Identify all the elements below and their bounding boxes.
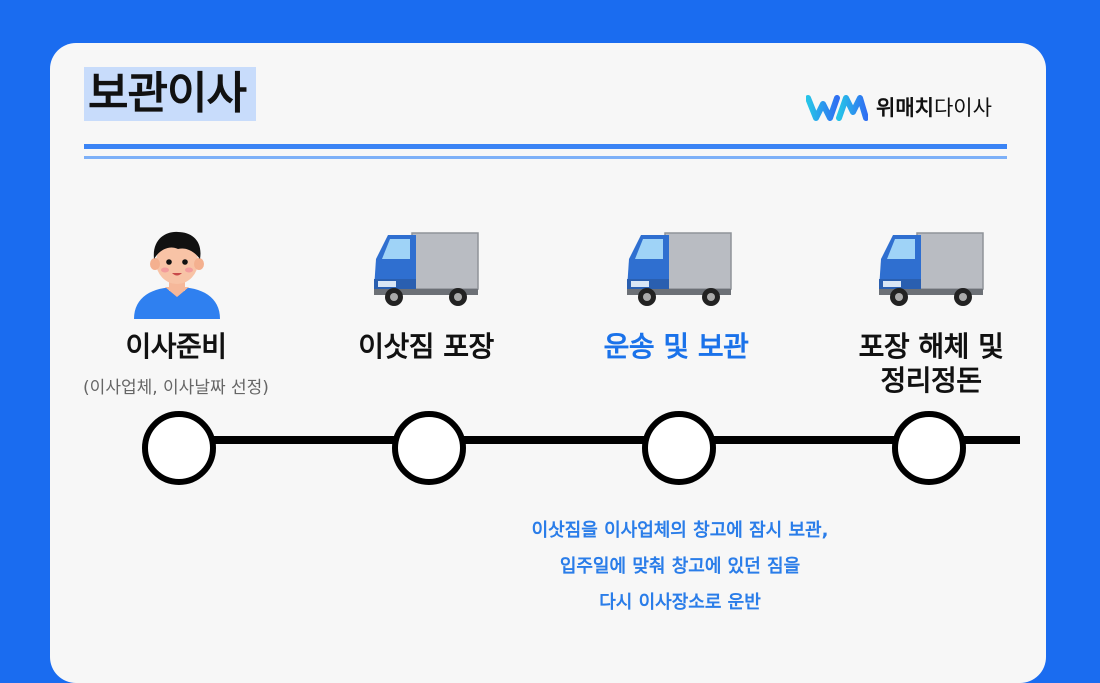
brand-name-bold: 위매치: [876, 96, 934, 120]
timeline-line: [190, 436, 1020, 444]
step-label-unpacking: 포장 해체 및 정리정돈: [826, 330, 1036, 398]
person-icon: [134, 231, 220, 319]
step-label-unpacking-line2: 정리정돈: [880, 364, 982, 397]
truck-icon: [374, 232, 479, 306]
step-label-packing: 이삿짐 포장: [358, 330, 494, 363]
header-rule-thin: [84, 156, 1007, 159]
timeline-node-2: [392, 411, 466, 485]
brand-name-regular: 다이사: [933, 96, 992, 120]
description-line-1: 이삿짐을 이사업체의 창고에 잠시 보관,: [531, 520, 829, 541]
info-card: 보관이사 위매치다이사: [50, 43, 1046, 683]
timeline-node-3: [642, 411, 716, 485]
description-line-2: 입주일에 맞춰 창고에 있던 짐을: [559, 556, 801, 577]
step-label-unpacking-line1: 포장 해체 및: [858, 330, 1004, 363]
description-line-3: 다시 이사장소로 운반: [599, 592, 761, 613]
step-description: 이삿짐을 이사업체의 창고에 잠시 보관, 입주일에 맞춰 창고에 있던 짐을 …: [480, 513, 880, 621]
timeline-node-1: [142, 411, 216, 485]
brand-name: 위매치다이사: [876, 93, 992, 123]
step-label-prepare: 이사준비: [125, 330, 227, 363]
header-rule-thick: [84, 144, 1007, 149]
truck-icon: [627, 232, 732, 306]
step-sublabel-prepare: (이사업체, 이사날짜 선정): [83, 378, 269, 398]
timeline-node-4: [892, 411, 966, 485]
page-title: 보관이사: [88, 68, 247, 119]
title-highlight: 보관이사: [84, 67, 256, 121]
brand-logo: 위매치다이사: [806, 93, 992, 123]
wm-logo-icon: [806, 95, 868, 121]
truck-icon: [879, 232, 984, 306]
step-label-transport-storage: 운송 및 보관: [603, 330, 749, 363]
